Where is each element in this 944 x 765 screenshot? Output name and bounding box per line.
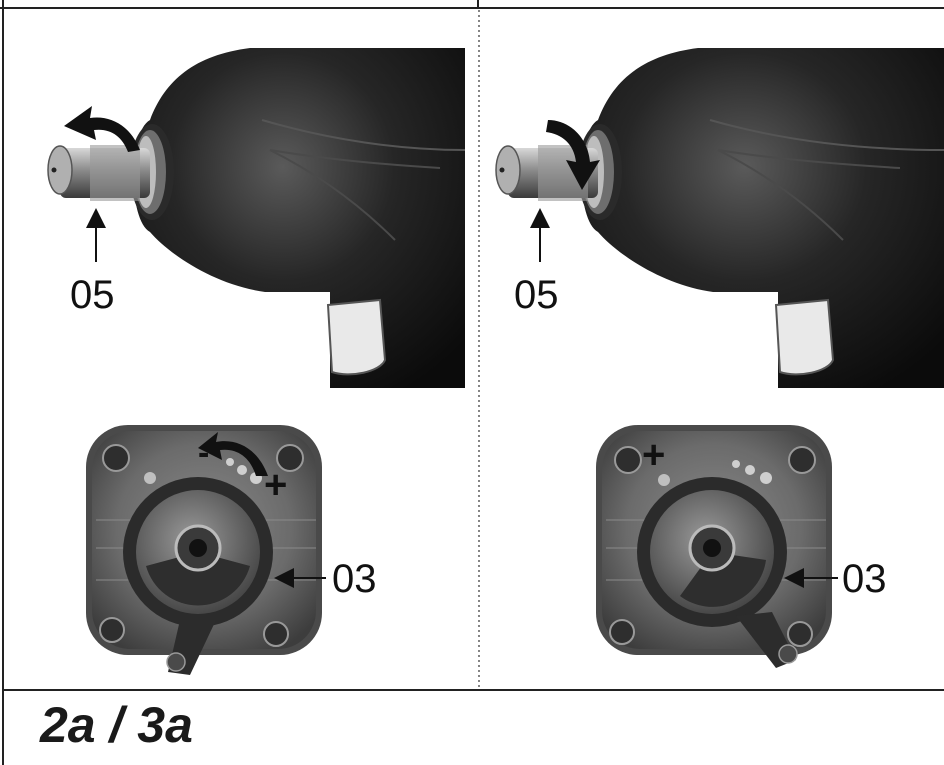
screw-icon — [609, 619, 635, 645]
right-front-view: + 03 — [596, 425, 887, 668]
trigger-right — [774, 298, 835, 376]
screw-icon — [99, 617, 125, 643]
callout-label-05-left: 05 — [70, 273, 115, 317]
rotation-arrow-ccw-icon — [64, 106, 140, 152]
screw-icon — [102, 444, 130, 472]
tool-body-left — [133, 48, 465, 388]
rotation-arrow-cw-icon — [546, 120, 600, 190]
plus-symbol: + — [264, 463, 287, 507]
right-side-view: 05 — [495, 48, 944, 388]
trigger-left — [326, 298, 387, 376]
callout-label-05-right: 05 — [514, 273, 559, 317]
callout-label-03-right: 03 — [842, 557, 887, 601]
plus-symbol: + — [642, 433, 665, 477]
screw-icon — [263, 621, 289, 647]
screw-icon — [276, 444, 304, 472]
screw-icon — [614, 446, 642, 474]
screw-icon — [788, 446, 816, 474]
figure-title: 2a / 3a — [40, 697, 193, 753]
left-side-view: 05 — [47, 48, 466, 388]
adjust-direction-arrow-icon — [198, 432, 268, 476]
minus-symbol: - — [198, 434, 209, 472]
callout-label-03-left: 03 — [332, 557, 377, 601]
left-front-view: - + 03 — [86, 425, 377, 675]
screw-icon — [787, 621, 813, 647]
tool-body-right — [581, 48, 944, 388]
